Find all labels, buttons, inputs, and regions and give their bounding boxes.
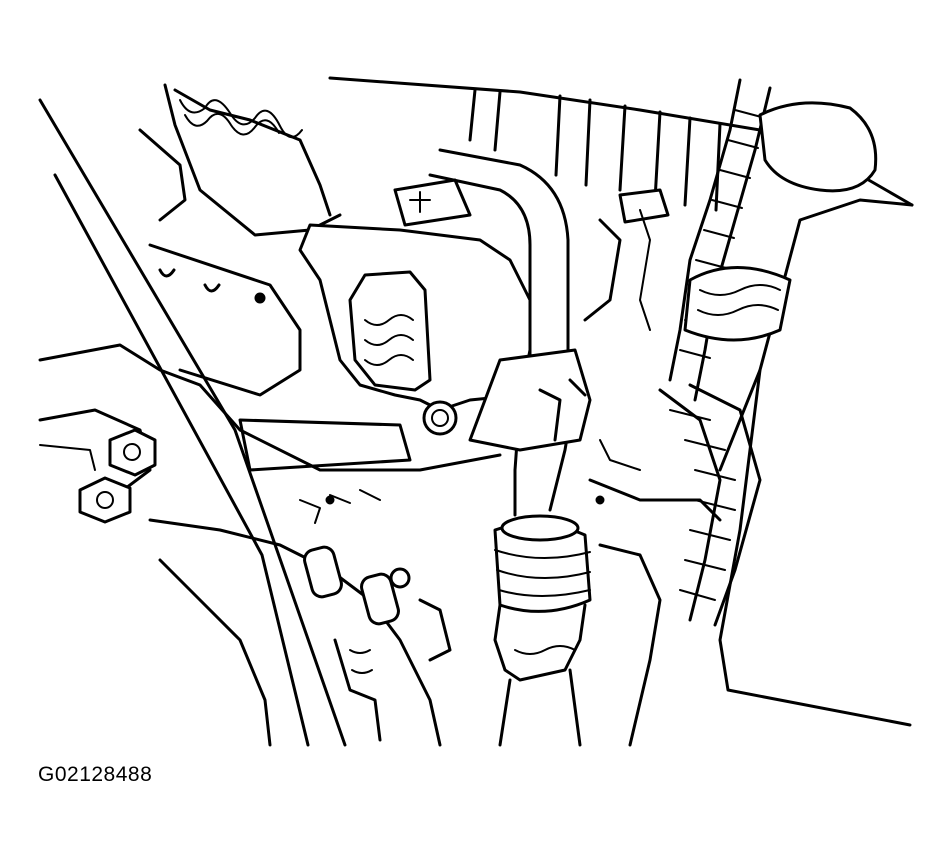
bolt-lower (78, 476, 132, 524)
component-line-drawing (38, 76, 914, 747)
coolant-pipe (428, 148, 592, 517)
bolt-upper (108, 428, 157, 477)
connector-details (254, 188, 670, 505)
lower-components (148, 439, 722, 747)
wiring-harness (658, 78, 878, 627)
lower-left-bracket (38, 343, 502, 524)
mounting-bracket (298, 178, 532, 436)
frame-rail (38, 98, 347, 747)
hose-coupling (493, 514, 592, 747)
figure-id-label: G02128488 (38, 763, 153, 786)
